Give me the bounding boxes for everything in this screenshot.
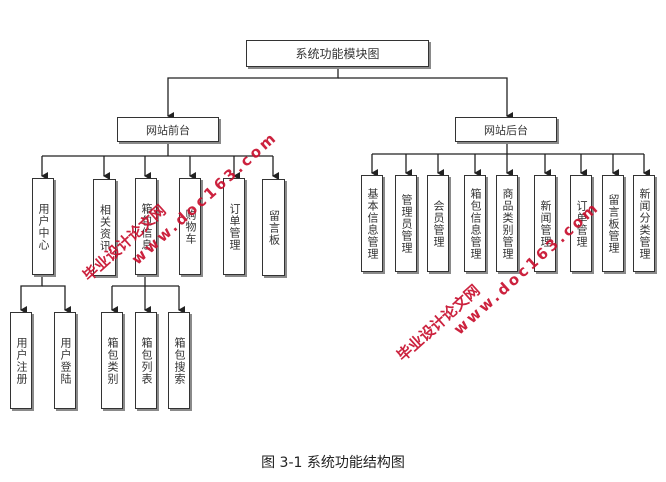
node-order-mgmt: 订单管理 <box>570 175 592 272</box>
node-user-center: 用户中心 <box>32 178 54 275</box>
node-member-mgmt: 会员管理 <box>427 175 449 272</box>
edge-root-back <box>338 77 513 120</box>
node-bag-search: 箱包搜索 <box>168 312 190 409</box>
node-cart: 购物车 <box>179 178 201 275</box>
node-category-mgmt: 商品类别管理 <box>496 175 518 272</box>
node-bag-info: 箱包信息 <box>135 178 157 275</box>
node-root: 系统功能模块图 <box>246 40 429 67</box>
node-front-label: 网站前台 <box>146 123 190 137</box>
figure-caption: 图 3-1 系统功能结构图 <box>261 455 405 471</box>
node-bag-list: 箱包列表 <box>135 312 157 409</box>
node-bag-category: 箱包类别 <box>101 312 123 409</box>
node-user-register: 用户注册 <box>10 312 32 409</box>
node-news-mgmt: 新闻管理 <box>534 175 556 272</box>
node-orders: 订单管理 <box>223 178 245 275</box>
node-back: 网站后台 <box>455 117 557 142</box>
node-back-label: 网站后台 <box>484 123 528 137</box>
node-admin-mgmt: 管理员管理 <box>395 175 417 272</box>
node-basic-info-mgmt: 基本信息管理 <box>361 175 383 272</box>
node-front: 网站前台 <box>117 117 219 142</box>
node-user-login: 用户登陆 <box>54 312 76 409</box>
node-bag-info-mgmt: 箱包信息管理 <box>464 175 486 272</box>
edge-root-front <box>167 66 339 120</box>
node-guestbook-mgmt: 留言板管理 <box>602 175 624 272</box>
node-news-category-mgmt: 新闻分类管理 <box>633 175 655 272</box>
node-news: 相关资讯 <box>93 179 116 276</box>
node-root-label: 系统功能模块图 <box>295 47 380 61</box>
node-guestbook: 留言板 <box>262 179 285 276</box>
